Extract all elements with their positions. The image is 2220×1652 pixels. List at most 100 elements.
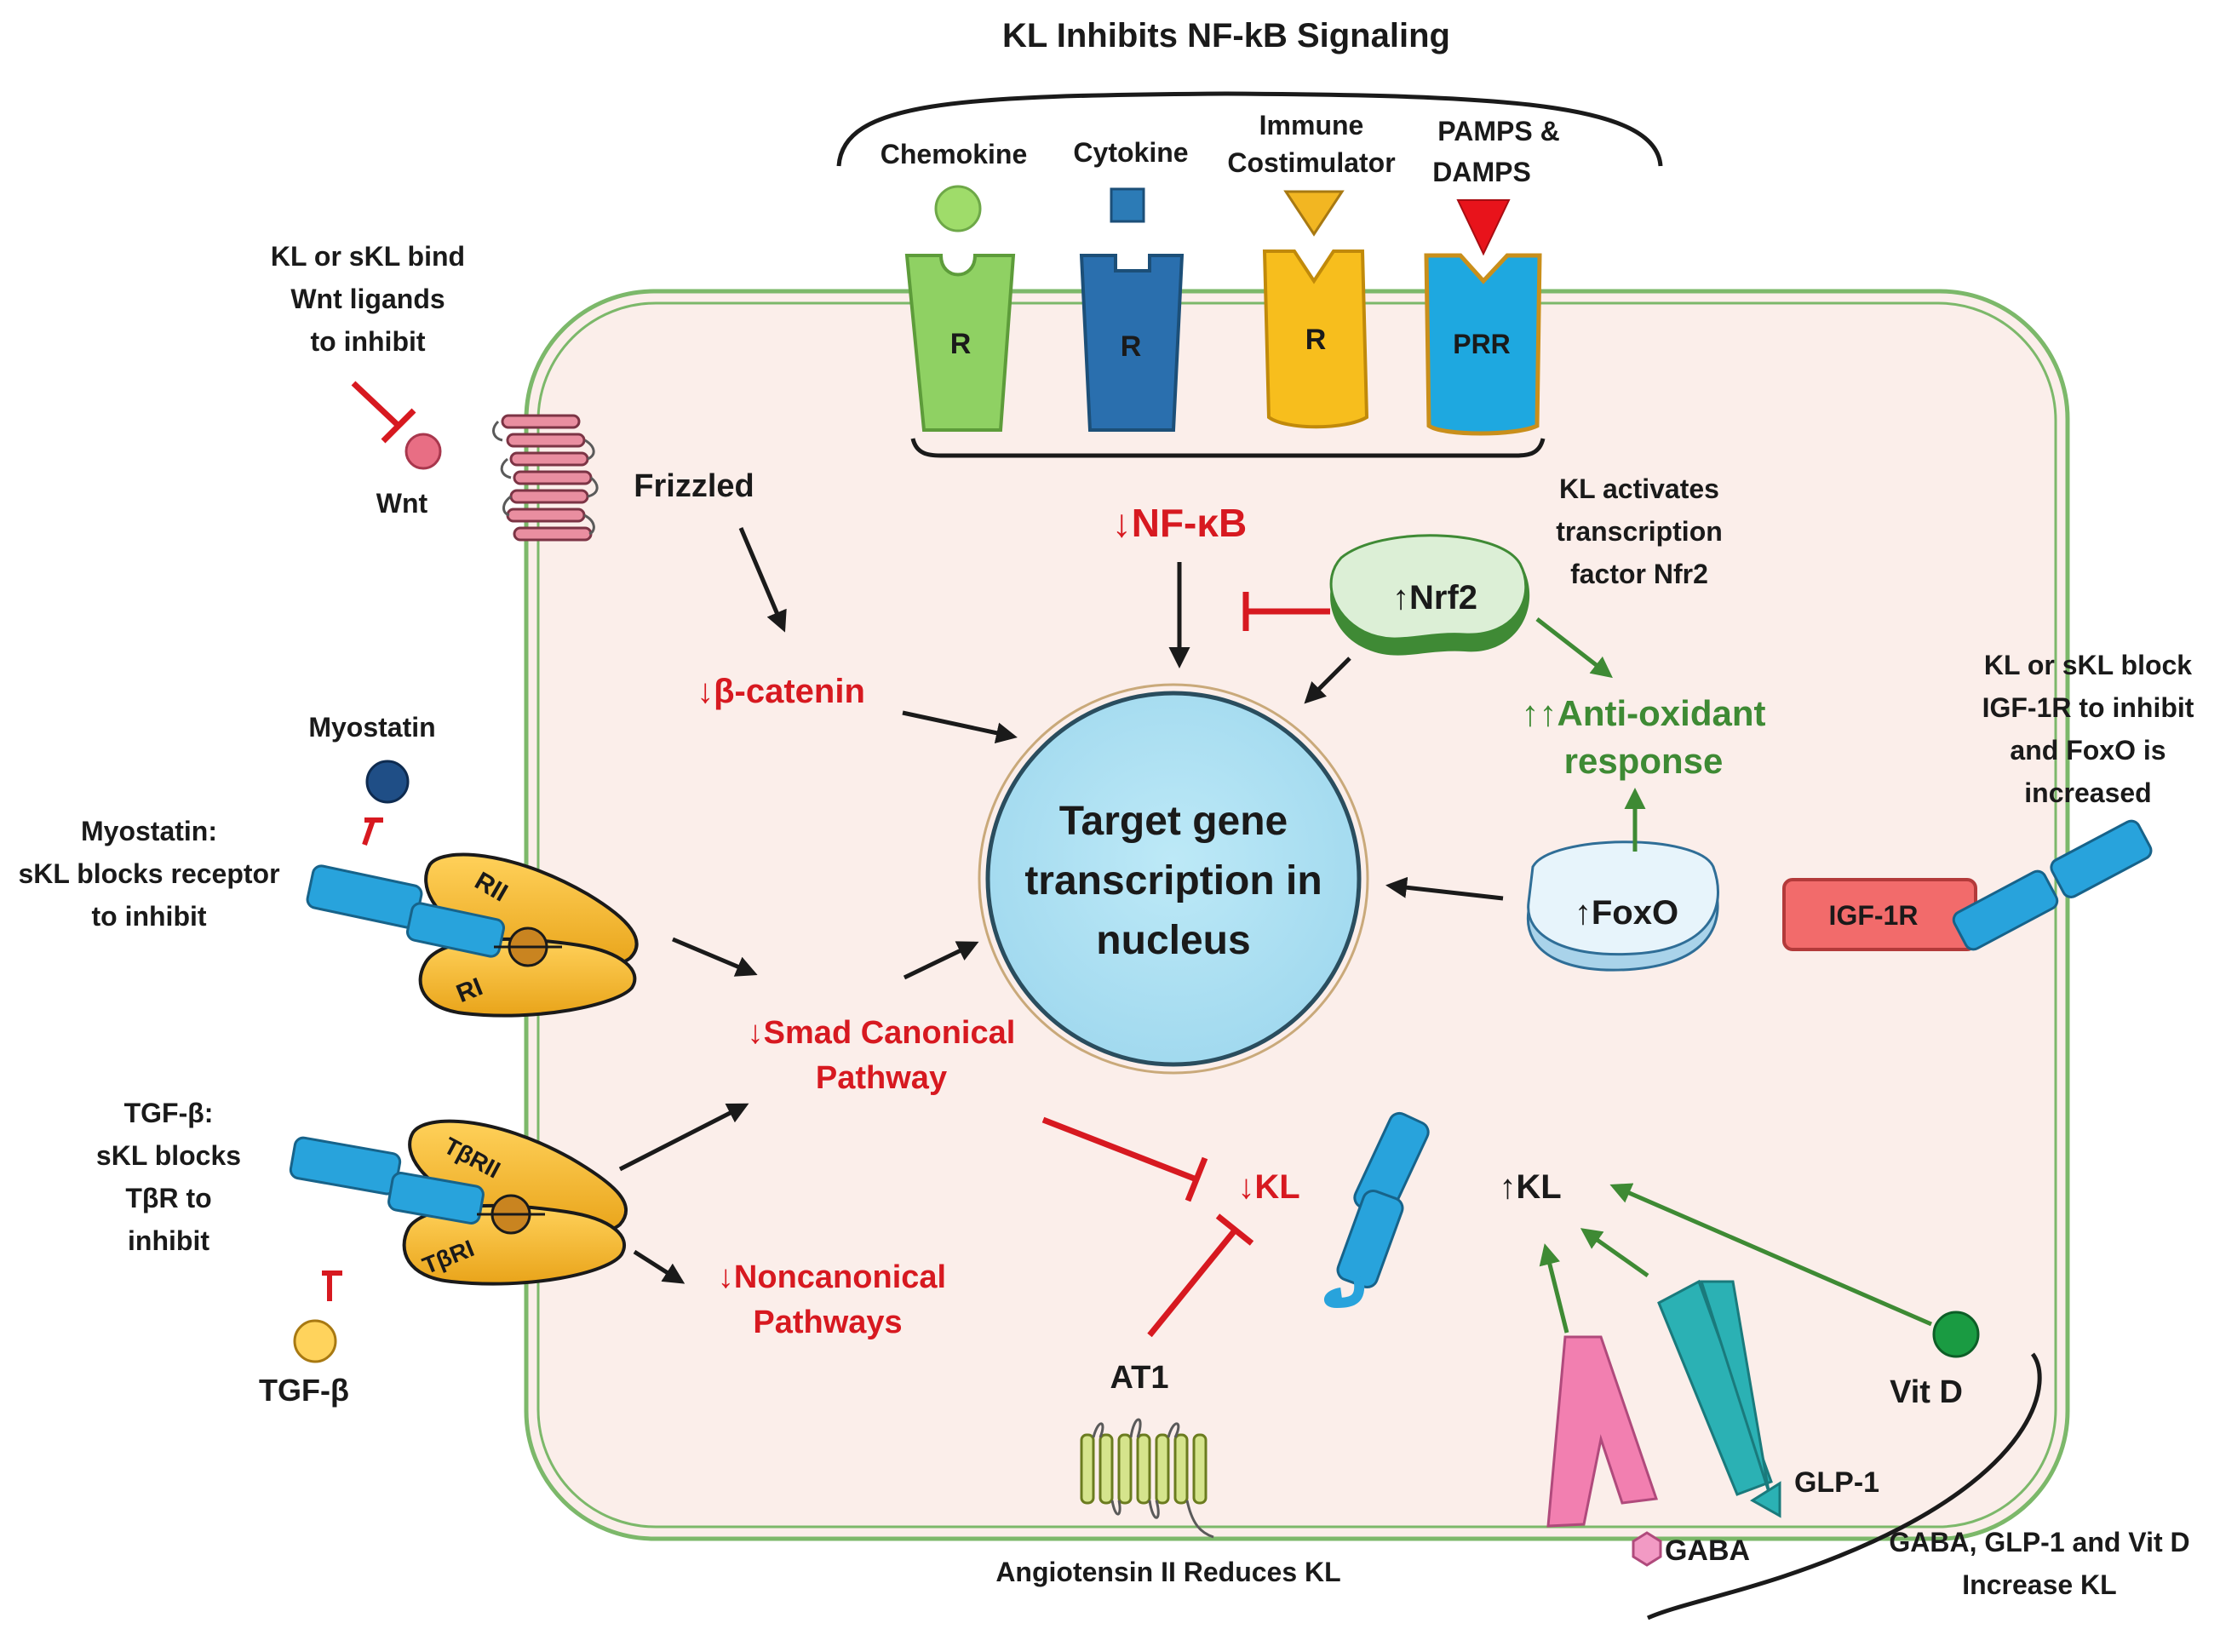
immune-receptor-label: R: [1305, 324, 1327, 356]
nrf2-note-1: KL activates: [1559, 473, 1719, 504]
nrf2-to-nucleus-arrow: [1304, 657, 1351, 704]
kl-up-label: ↑KL: [1499, 1168, 1561, 1206]
nrf2-note-3: factor Nfr2: [1570, 559, 1708, 589]
increase-caption-1: GABA, GLP-1 and Vit D: [1889, 1527, 2189, 1557]
wnt-note-1: KL or sKL bind: [271, 241, 465, 272]
nfkb-label: ↓NF-κB: [1112, 501, 1248, 545]
glp1-to-kl-arrow: [1580, 1228, 1649, 1278]
smad-to-nucleus-arrow: [903, 941, 979, 980]
immune-label-2: Costimulator: [1227, 147, 1395, 178]
smad-label-1: ↓Smad Canonical: [748, 1015, 1016, 1051]
glp1-ligand-icon: [1750, 1481, 1781, 1518]
chemokine-receptor: [904, 254, 1016, 432]
cytokine-ligand-icon: [1110, 187, 1145, 223]
tgf-inhibit-symbol: [322, 1271, 342, 1301]
nucleus-label-2: transcription in: [1024, 858, 1322, 903]
prr-receptor-label: PRR: [1453, 329, 1511, 359]
chemokine-label: Chemokine: [881, 139, 1027, 169]
top-bracket: [836, 91, 1663, 167]
angiotensin-caption: Angiotensin II Reduces KL: [995, 1557, 1340, 1587]
wnt-inhibit-symbol: [351, 381, 416, 444]
wnt-ligand-icon: [404, 433, 442, 470]
increase-caption-2: Increase KL: [1962, 1569, 2116, 1600]
pamps-label-2: DAMPS: [1432, 157, 1531, 187]
vitd-to-kl-arrow: [1609, 1183, 1932, 1327]
immune-receptor: [1262, 250, 1369, 429]
gaba-to-kl-arrow: [1539, 1243, 1569, 1334]
tgf-to-noncanonical-arrow: [633, 1249, 686, 1284]
at1-label: AT1: [1110, 1360, 1169, 1396]
myostatin-label: Myostatin: [308, 712, 435, 743]
gaba-ligand-icon: [1632, 1531, 1662, 1567]
nucleus-label-3: nucleus: [1096, 918, 1250, 963]
tgf-ligand-icon: [293, 1319, 337, 1363]
foxo-to-nucleus-arrow: [1385, 876, 1504, 901]
igf-note-4: increased: [2024, 777, 2151, 808]
wnt-label: Wnt: [376, 488, 428, 519]
vitd-ligand-icon: [1932, 1311, 1980, 1358]
nrf2-to-antioxidant-arrow: [1535, 617, 1613, 679]
beta-catenin-label: ↓β-catenin: [697, 673, 865, 710]
nrf2-note-2: transcription: [1556, 516, 1723, 547]
at1-receptor: [1080, 1418, 1214, 1539]
smad-inhibits-kl-symbol: [1041, 1116, 1208, 1202]
cytokine-receptor-label: R: [1121, 330, 1142, 363]
tgf-note-3: TβR to: [125, 1183, 211, 1213]
diagram-title: KL Inhibits NF-kB Signaling: [1002, 17, 1450, 54]
pamps-label-1: PAMPS &: [1437, 116, 1559, 146]
antioxidant-label-2: response: [1564, 741, 1724, 781]
wnt-note-3: to inhibit: [310, 326, 425, 357]
igf1r-label: IGF-1R: [1829, 900, 1919, 931]
gaba-receptor: [1546, 1335, 1659, 1528]
foxo-label: ↑FoxO: [1575, 894, 1678, 932]
myostatin-note-2: sKL blocks receptor: [18, 858, 279, 889]
igf-note-2: IGF-1R to inhibit: [1982, 692, 2194, 723]
catenin-to-nucleus-arrow: [902, 710, 1018, 744]
klotho-protein: [1324, 1111, 1430, 1309]
nucleus: [978, 683, 1369, 1075]
tgf-note-4: inhibit: [128, 1225, 209, 1256]
igf-note-1: KL or sKL block: [1984, 650, 2192, 680]
antioxidant-label-1: ↑↑Anti-oxidant: [1522, 693, 1766, 733]
at1-inhibits-kl-symbol: [1147, 1213, 1254, 1338]
prr-receptor: [1424, 253, 1542, 436]
glp1-label: GLP-1: [1794, 1466, 1879, 1499]
noncanonical-label-1: ↓Noncanonical: [718, 1259, 946, 1295]
tgf-note-1: TGF-β:: [124, 1098, 214, 1128]
gaba-label: GABA: [1665, 1534, 1750, 1567]
nucleus-label-1: Target gene: [1059, 799, 1288, 844]
vitd-label: Vit D: [1890, 1374, 1963, 1410]
igf-note-3: and FoxO is: [2010, 735, 2166, 766]
receptor-bracket: [910, 438, 1546, 458]
nrf2-factor: [1329, 534, 1530, 656]
tgf-label: TGF-β: [259, 1373, 349, 1408]
tgf-note-2: sKL blocks: [96, 1140, 241, 1171]
myostatin-ligand-icon: [365, 760, 410, 804]
nrf2-label: ↑Nrf2: [1392, 579, 1477, 617]
frizzled-label: Frizzled: [634, 468, 754, 504]
glp1-receptor: [1657, 1279, 1773, 1496]
tgf-receptor: [289, 1119, 628, 1286]
wnt-note-2: Wnt ligands: [290, 284, 445, 314]
sklotho-igf-block: [1952, 819, 2153, 951]
immune-ligand-icon: [1283, 190, 1345, 237]
frizzled-receptor: [492, 414, 599, 542]
pamps-ligand-icon: [1456, 199, 1511, 256]
kl-down-label: ↓KL: [1237, 1168, 1299, 1206]
myostatin-receptor: [306, 852, 639, 1018]
cytokine-receptor: [1079, 254, 1185, 432]
tgf-to-smad-arrow: [618, 1103, 749, 1172]
chemokine-ligand-icon: [934, 185, 982, 232]
myostatin-inhibit-symbol: [362, 817, 383, 846]
cytokine-label: Cytokine: [1073, 137, 1188, 168]
myostatin-note-3: to inhibit: [91, 901, 206, 932]
noncanonical-label-2: Pathways: [753, 1305, 902, 1340]
nrf2-inhibits-nfkb-symbol: [1242, 592, 1330, 631]
immune-label-1: Immune: [1259, 110, 1364, 141]
chemokine-receptor-label: R: [950, 328, 972, 360]
increase-bracket: [1646, 1352, 2042, 1620]
foxo-factor: [1526, 840, 1719, 972]
smad-label-2: Pathway: [816, 1060, 947, 1096]
